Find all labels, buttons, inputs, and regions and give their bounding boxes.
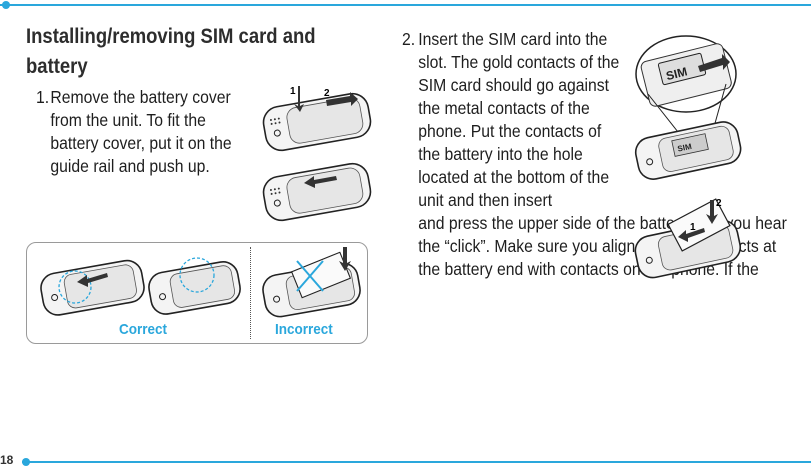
- correct-example-2-illustration: [148, 257, 241, 315]
- bottom-rule-dot: [22, 458, 30, 466]
- step-2-number: 2.: [402, 29, 416, 49]
- correct-example-1-illustration: [40, 259, 145, 316]
- sim-zoom-label: SIM: [665, 64, 689, 83]
- incorrect-label: Incorrect: [275, 321, 333, 338]
- sim-phone-label: SIM: [677, 142, 693, 154]
- battery-arrow-label-2: 2: [716, 198, 722, 209]
- battery-arrow-label-1: 1: [690, 222, 696, 233]
- section-heading: Installing/removing SIM card and battery: [26, 25, 316, 78]
- correct-label: Correct: [119, 321, 168, 338]
- bottom-rule: [22, 461, 811, 463]
- incorrect-example-illustration: [262, 247, 361, 318]
- battery-insertion-illustration: 2 1: [634, 198, 742, 279]
- sim-insertion-illustration: SIM SIM: [634, 35, 742, 180]
- panel-divider: [250, 247, 251, 339]
- step-1-number: 1.: [36, 87, 50, 107]
- correct-incorrect-panel: Correct Incorrect: [26, 242, 368, 344]
- cover-removal-illustration: 1 2: [262, 86, 372, 152]
- page-number: 18: [0, 453, 14, 467]
- step-1: 1. Remove the battery cover from the uni…: [36, 86, 252, 178]
- step-2-text-narrow: Insert the SIM card into the slot. The g…: [418, 29, 620, 210]
- cover-arrow-label-1: 1: [290, 86, 296, 97]
- top-rule: [0, 4, 811, 6]
- cover-arrow-label-2: 2: [324, 88, 330, 99]
- step-1-text: Remove the battery cover from the unit. …: [50, 87, 232, 176]
- top-rule-dot: [2, 1, 10, 9]
- cover-fit-illustration: [262, 162, 372, 222]
